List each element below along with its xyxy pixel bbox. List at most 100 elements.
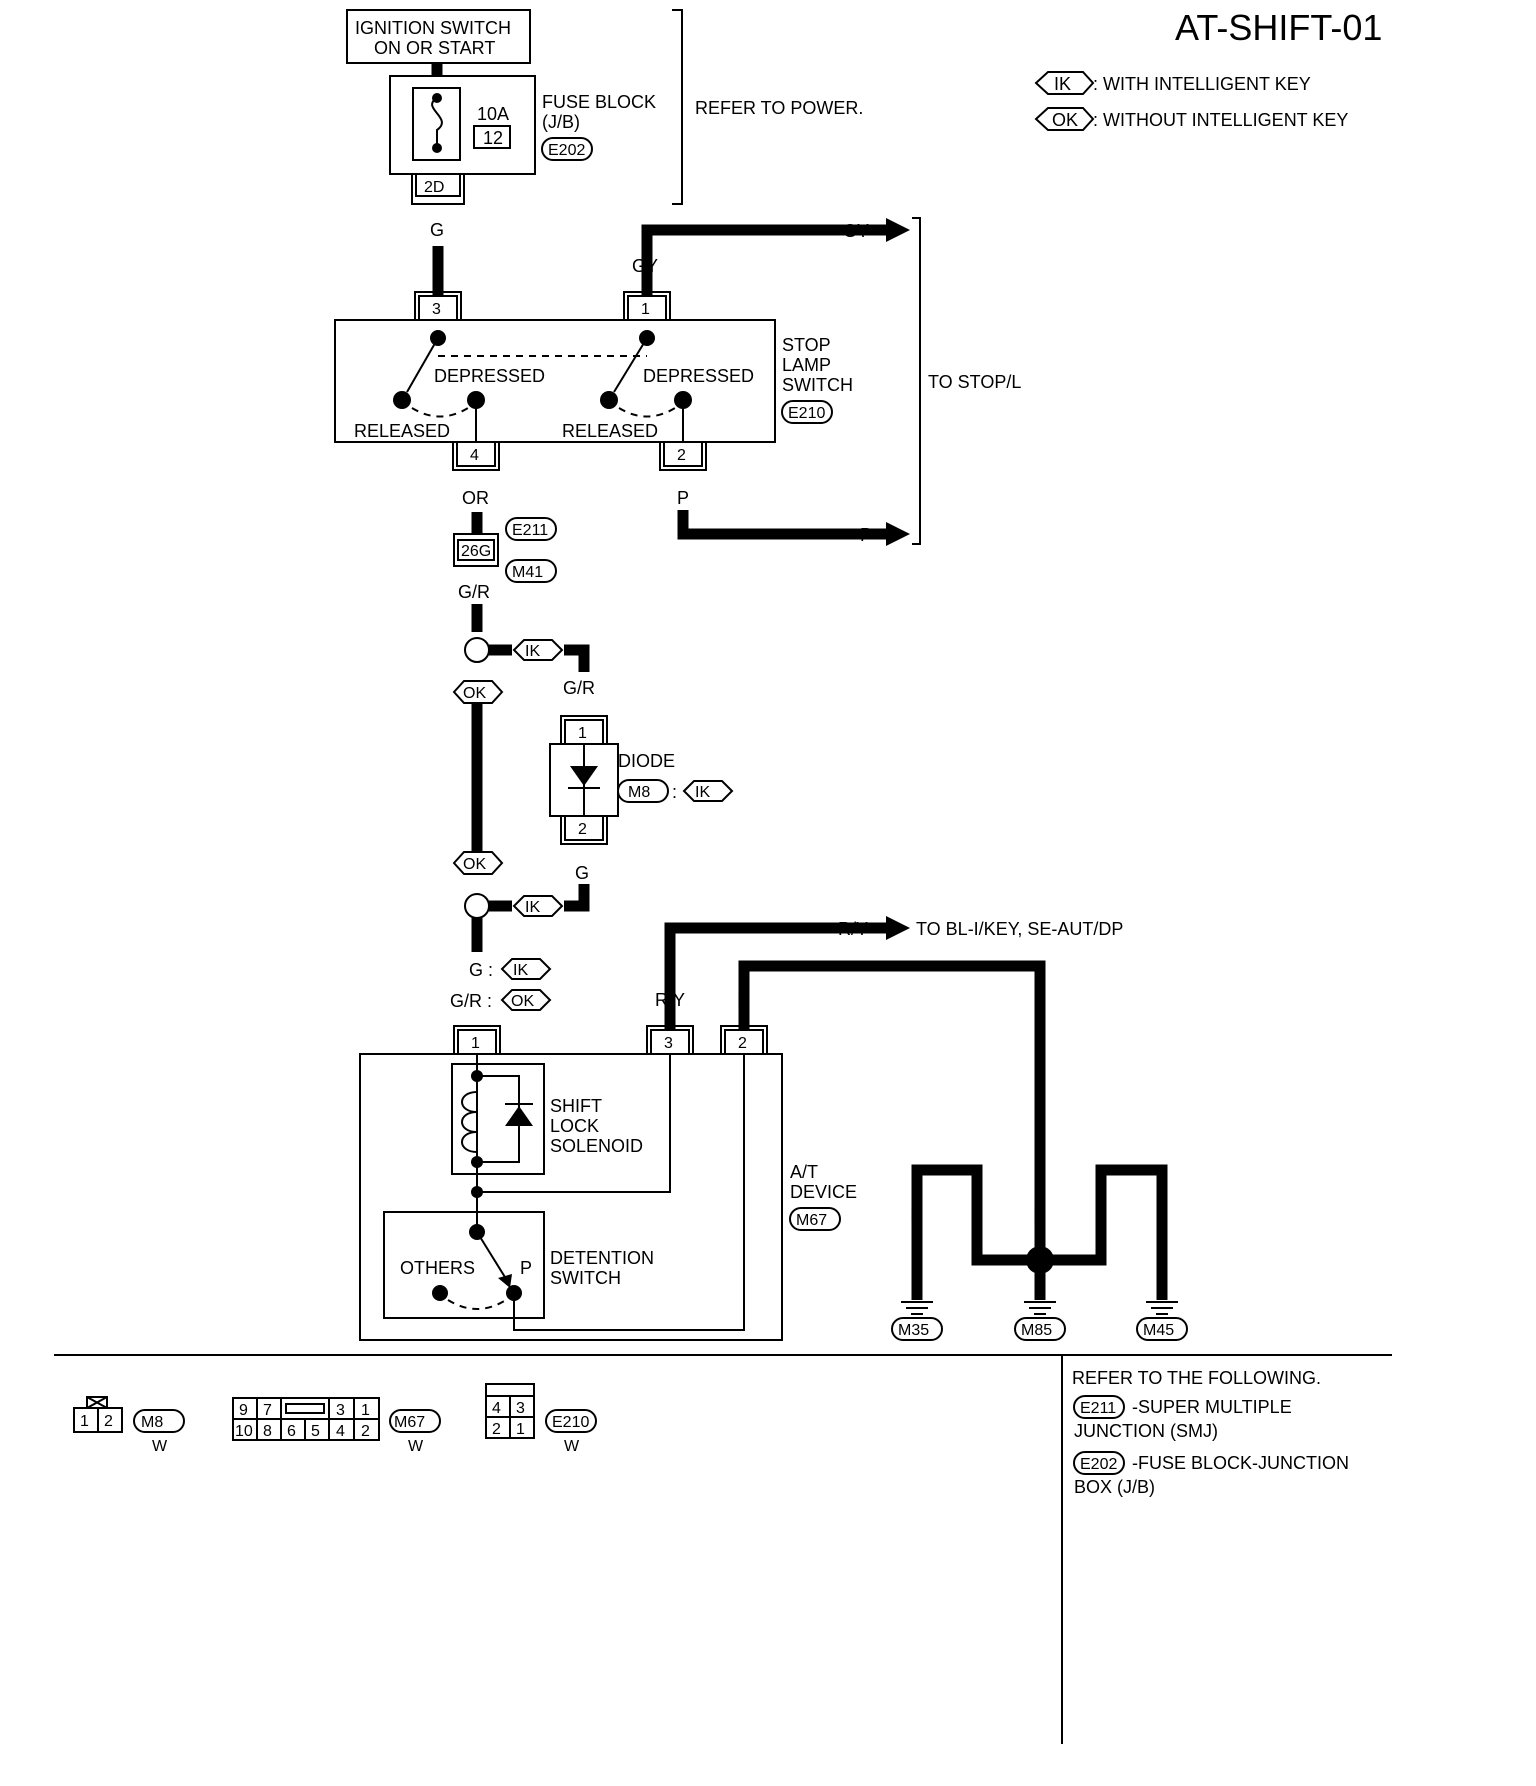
m8-pin2: 2: [104, 1413, 113, 1430]
m67-pin1: 1: [361, 1402, 370, 1419]
m67-pin9: 9: [239, 1402, 248, 1419]
stop-label1: STOP: [782, 335, 831, 355]
arrow-p: [886, 522, 910, 546]
e210-name: E210: [552, 1414, 589, 1431]
e210-pin1: 1: [516, 1421, 525, 1438]
ok-tag-top: [452, 680, 504, 704]
diode-term2: 2: [578, 821, 587, 838]
refer-e202-code: E202: [1080, 1456, 1117, 1473]
m67-pin2: 2: [361, 1423, 370, 1440]
diode-ik-tag: [682, 780, 734, 802]
solenoid-line3: SOLENOID: [550, 1136, 643, 1156]
joint-conn2: M41: [512, 564, 543, 581]
ground-m85: M85: [1021, 1322, 1052, 1339]
wire-label-b: B: [737, 990, 749, 1010]
branch-node-bottom: [464, 893, 490, 919]
arrow-ry: [886, 916, 910, 940]
detention-line1: DETENTION: [550, 1248, 654, 1268]
m67-pin7: 7: [263, 1402, 272, 1419]
wire-label-p-out: P: [860, 525, 872, 545]
wire-label-gr-ik: G/R: [563, 678, 595, 698]
ok-tag-bottom-text: OK: [463, 856, 486, 873]
ik-tag-bottom-text: IK: [525, 899, 540, 916]
stop-label2: LAMP: [782, 355, 831, 375]
wire-label-ry-out: R/Y: [838, 919, 868, 939]
ok-tag-top-text: OK: [463, 685, 486, 702]
e210-color: W: [564, 1438, 580, 1455]
to-stop-text: TO STOP/L: [928, 372, 1021, 392]
ground-b-3: B: [1033, 1206, 1045, 1226]
stop-depressed-1: DEPRESSED: [434, 366, 545, 386]
at-label1: A/T: [790, 1162, 818, 1182]
ik-tag-top: [512, 639, 564, 661]
wire-label-or: OR: [462, 488, 489, 508]
legend-ik-tag: IK: [1054, 74, 1071, 94]
legend-ok-text: : WITHOUT INTELLIGENT KEY: [1093, 110, 1348, 130]
fuse-connector: E202: [548, 142, 585, 159]
detention-line2: SWITCH: [550, 1268, 621, 1288]
ik-tag-bottom: [512, 895, 564, 917]
fuse-label1: FUSE BLOCK: [542, 92, 656, 112]
stop-connector: E210: [788, 405, 825, 422]
svg-text::: :: [672, 782, 677, 802]
ground-b-4: B: [1095, 1206, 1107, 1226]
refer-e202-text2: BOX (J/B): [1074, 1477, 1155, 1497]
joint-connector: 26G E211 M41: [453, 517, 557, 583]
m67-name: M67: [394, 1414, 425, 1431]
fuse-label2: (J/B): [542, 112, 580, 132]
joint-terminal: 26G: [461, 543, 491, 560]
refer-power-text: REFER TO POWER.: [695, 98, 863, 118]
e210-pin2: 2: [492, 1421, 501, 1438]
m67-pin5: 5: [311, 1423, 320, 1440]
wire-label-ry: R/Y: [655, 990, 685, 1010]
detention-p: P: [520, 1258, 532, 1278]
at-ik-tag: [500, 958, 552, 980]
wire-gy: [641, 224, 886, 296]
ground-b-5: B: [1156, 1206, 1168, 1226]
fuse-block: 10A 12 FUSE BLOCK (J/B) E202: [389, 75, 656, 175]
stop-term2: 2: [677, 447, 686, 464]
ok-tag-bottom: [452, 851, 504, 875]
diode-connector: M8: [628, 784, 650, 801]
m67-pin8: 8: [263, 1423, 272, 1440]
wire-label-p: P: [677, 488, 689, 508]
stop-released-1: RELEASED: [354, 421, 450, 441]
wire-label-gr-at: G/R :: [450, 991, 492, 1011]
m8-pin1: 1: [80, 1413, 89, 1430]
at-device: 1 3 2 SHIFT LOCK SOLENOID OTHERS P DETEN…: [359, 1025, 857, 1341]
ik-tag-top-text: IK: [525, 643, 540, 660]
ignition-line1: IGNITION SWITCH: [355, 18, 511, 38]
legend: IK : WITH INTELLIGENT KEY OK : WITHOUT I…: [1034, 71, 1348, 131]
legend-ok-tag: OK: [1052, 110, 1078, 130]
ground-m35: M35: [898, 1322, 929, 1339]
m67-color: W: [408, 1438, 424, 1455]
refer-e211-code: E211: [1080, 1400, 1116, 1417]
arrow-gy: [886, 218, 910, 242]
ik-tag-shape: [1034, 71, 1095, 95]
fuse-number: 12: [483, 128, 503, 148]
wire-label-gy: GY: [632, 256, 658, 276]
wire-p: [677, 510, 886, 540]
at-ok-text: OK: [511, 993, 534, 1010]
ground-network: B B B B B M35 M85 M45: [891, 1164, 1188, 1341]
at-term2: 2: [738, 1035, 747, 1052]
to-stop-bracket: [912, 217, 921, 545]
stop-lamp-switch: 3 1 DEPRESSED DEPRESSED RELEASED RELEASE…: [334, 291, 853, 471]
refer-e202-text1: -FUSE BLOCK-JUNCTION: [1132, 1453, 1349, 1473]
solenoid-line2: LOCK: [550, 1116, 599, 1136]
wire-label-g-ik: G: [575, 863, 589, 883]
ok-tag-shape: [1034, 107, 1095, 131]
ground-m45: M45: [1143, 1322, 1174, 1339]
fuse-amp: 10A: [477, 104, 509, 124]
diagram-title: AT-SHIFT-01: [1175, 7, 1382, 48]
ik-tag-bg-bottom: [512, 893, 564, 919]
legend-ik-text: : WITH INTELLIGENT KEY: [1093, 74, 1311, 94]
ground-b-1: B: [910, 1206, 922, 1226]
e210-pin4: 4: [492, 1400, 501, 1417]
branch-node-top: [464, 637, 490, 663]
at-ok-tag: [500, 989, 552, 1011]
fuse-terminal: 2D: [424, 179, 444, 196]
wire-label-g-at: G :: [469, 960, 493, 980]
at-ik-text: IK: [513, 962, 528, 979]
stop-released-2: RELEASED: [562, 421, 658, 441]
